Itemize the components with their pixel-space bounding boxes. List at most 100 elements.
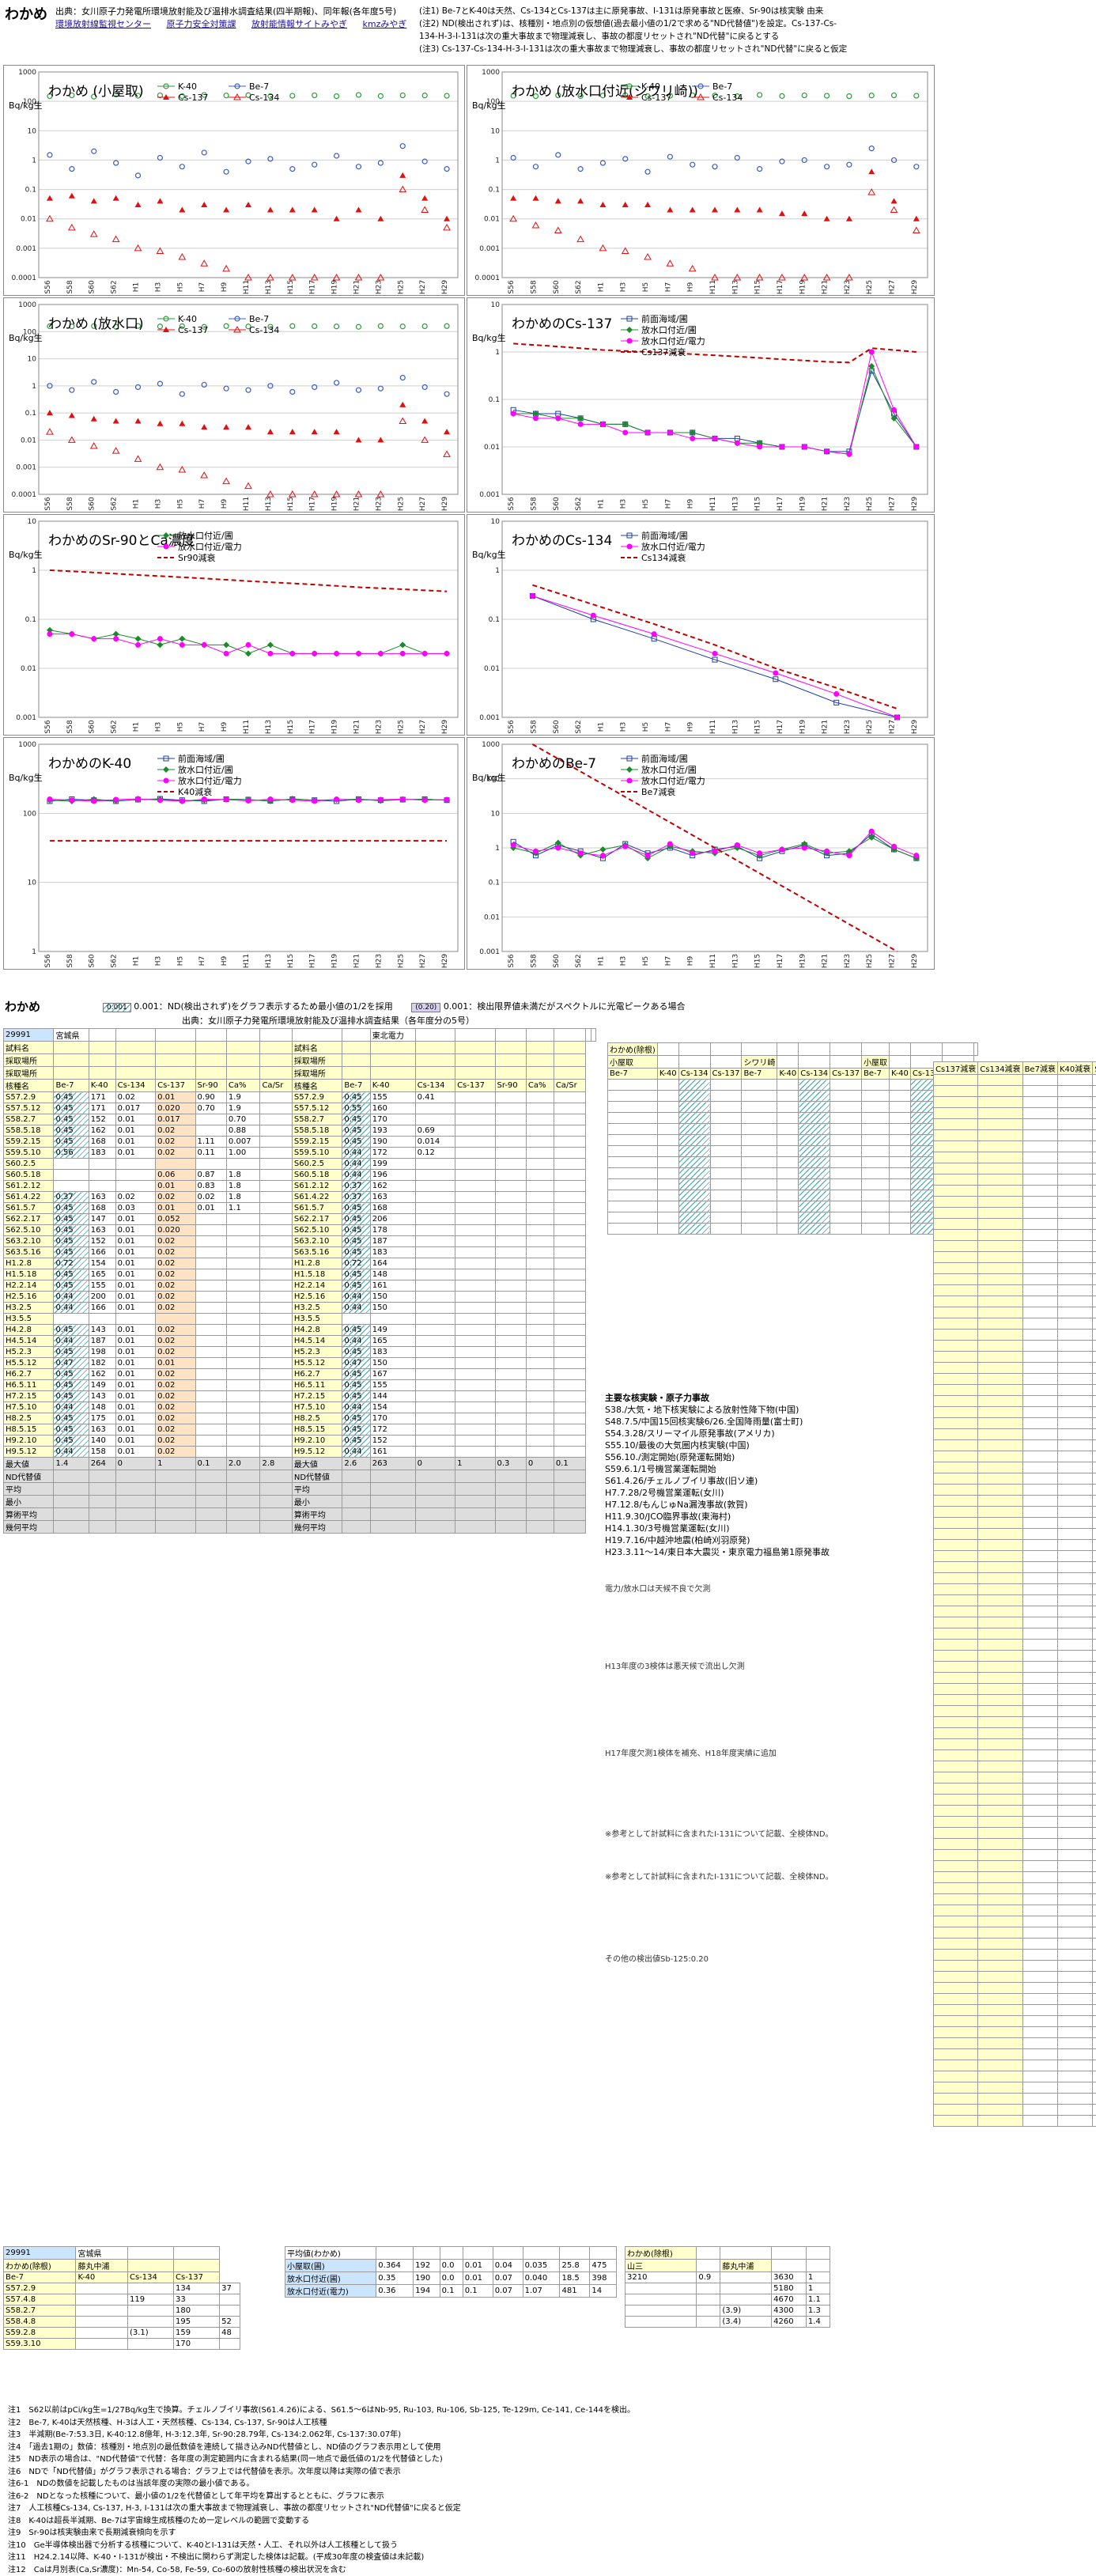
table-cell [978, 1352, 1022, 1363]
col-header [526, 1054, 554, 1067]
table-cell [1022, 1961, 1057, 1972]
value-cell: 0.01 [115, 1258, 155, 1269]
note-4: (注3) Cs-137-Cs-134-H-3-I-131は次の重大事故まで物理減… [419, 43, 847, 55]
table-cell [260, 1269, 292, 1280]
data-point [223, 641, 229, 648]
table-cell [934, 1407, 978, 1418]
x-tick-label: S56 [44, 954, 52, 967]
table-cell [777, 1146, 799, 1157]
summary-cell [226, 1483, 260, 1496]
table-cell [1093, 1175, 1096, 1186]
date-cell: H8.5.15 [4, 1424, 54, 1436]
x-tick-label: H17 [309, 280, 317, 294]
col-header: Cs-134 [115, 1080, 155, 1092]
summary-cell [226, 1470, 260, 1483]
table-cell [978, 1540, 1022, 1551]
col-header: Cs-134 [678, 1069, 710, 1080]
table-code: 29991 [4, 2247, 76, 2260]
table-cell [455, 1137, 495, 1148]
table-cell [455, 1103, 495, 1114]
x-tick-label: S58 [66, 497, 74, 510]
table-cell [608, 1201, 658, 1212]
data-point [400, 651, 406, 656]
x-tick-label: H21 [822, 280, 830, 294]
x-tick-label: H15 [754, 280, 762, 294]
table-cell [934, 1706, 978, 1717]
table-cell [415, 1269, 455, 1280]
link-monitoring-center[interactable]: 環境放射線監視センター [55, 19, 151, 29]
footnote: 注8 K-40は超長半減期、Be-7は宇宙線生成核種のため一定レベルの範囲で変動… [8, 2515, 635, 2528]
table-row [934, 1617, 1096, 1628]
table-cell [678, 1056, 710, 1069]
link-radiation-site[interactable]: 放射能情報サイトみやぎ [251, 19, 347, 29]
table-cell [934, 1817, 978, 1828]
table-cell [978, 1706, 1022, 1717]
table-row [608, 1190, 978, 1201]
sample-label: わかめ(除根) [4, 2260, 76, 2272]
value-cell: S63.5.16 [292, 1247, 342, 1258]
table-row [934, 1318, 1096, 1330]
x-tick-label: H21 [822, 954, 830, 968]
data-point [69, 797, 74, 803]
table-cell [934, 2038, 978, 2049]
value-cell: 143 [89, 1391, 115, 1402]
table-row [934, 1551, 1096, 1562]
value-cell: 0.44 [342, 1402, 370, 1413]
summary-cell [342, 1496, 370, 1508]
table-cell [978, 1274, 1022, 1285]
summary-cell [260, 1496, 292, 1508]
data-point [47, 153, 52, 157]
x-tick-label: H7 [664, 956, 672, 966]
data-point [378, 93, 383, 98]
link-safety-division[interactable]: 原子力安全対策課 [167, 19, 236, 29]
table-cell [934, 1695, 978, 1706]
value-cell [76, 2328, 128, 2339]
table-cell [934, 2049, 978, 2060]
table-row [608, 1224, 978, 1235]
value-cell: 0.02 [156, 1148, 195, 1159]
table-cell [1022, 1772, 1057, 1784]
data-point [113, 236, 119, 242]
table-cell [934, 1684, 978, 1695]
table-cell [1022, 1385, 1057, 1396]
table-cell [742, 1091, 777, 1102]
summary-row: 平均平均 [4, 1483, 596, 1496]
table-cell [1022, 1584, 1057, 1595]
link-kmz[interactable]: kmzみやぎ [363, 19, 407, 29]
summary-cell [370, 1496, 415, 1508]
table-cell [657, 1179, 678, 1190]
legend-label: Cs134減衰 [641, 552, 686, 563]
y-tick-label: 1 [495, 349, 500, 357]
data-point [312, 384, 317, 389]
table-row [608, 1212, 978, 1224]
table-cell [495, 1148, 526, 1159]
table-cell [342, 1029, 370, 1042]
summary-cell: 0.1 [554, 1458, 585, 1470]
table-cell [1093, 2038, 1096, 2049]
table-cell [934, 2082, 978, 2094]
col-header [495, 1054, 526, 1067]
x-tick-label: H13 [731, 280, 739, 294]
value-cell: H1.2.8 [292, 1258, 342, 1269]
table-cell [554, 1137, 585, 1148]
col-header [455, 1067, 495, 1080]
table-cell [978, 1075, 1022, 1086]
data-point [245, 202, 251, 207]
data-point [136, 173, 141, 178]
footnote: 注6 NDで「ND代替値」がグラフ表示される場合：グラフ上では代替値を表示。次年… [8, 2466, 635, 2479]
value-cell: S63.2.10 [292, 1236, 342, 1247]
value-cell: 1.1 [806, 2294, 830, 2306]
value-cell: 1.4 [806, 2317, 830, 2328]
col-header [370, 1042, 415, 1054]
table-cell [1093, 1617, 1096, 1628]
event-item: H14.1.30/3号機営業運転(女川) [605, 1523, 830, 1534]
table-cell [1093, 1861, 1096, 1872]
table-row [934, 1939, 1096, 1950]
table-cell [195, 1314, 226, 1325]
x-tick-label: S60 [553, 280, 561, 293]
table-row [934, 2016, 1096, 2027]
x-tick-label: H7 [198, 956, 206, 966]
